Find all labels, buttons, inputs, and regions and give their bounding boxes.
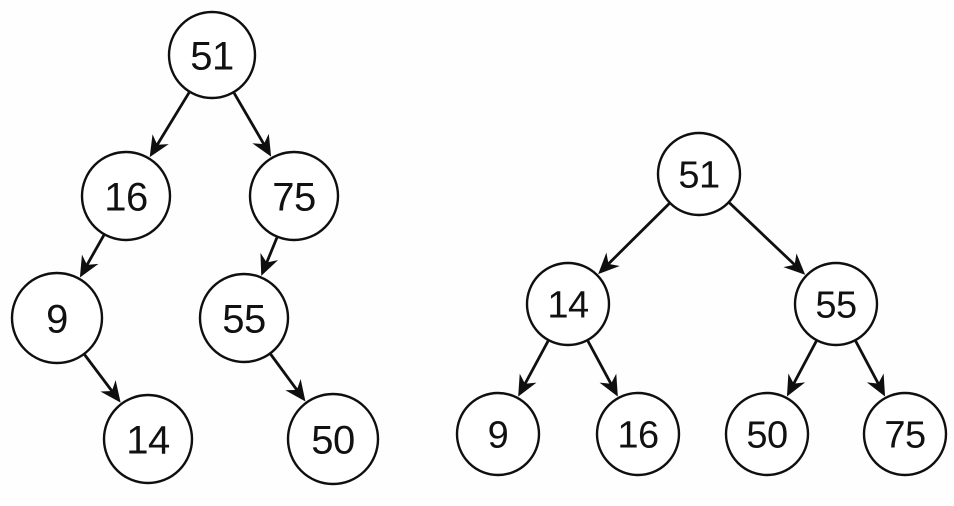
tree-node[interactable]: 51 [656, 131, 742, 217]
tree-edge [149, 91, 191, 158]
tree-node[interactable]: 14 [525, 261, 611, 347]
node-label: 9 [46, 298, 68, 342]
node-circle[interactable] [793, 261, 879, 347]
node-circle[interactable] [656, 131, 742, 217]
node-circle[interactable] [286, 392, 380, 486]
tree-edge [79, 234, 106, 278]
node-label: 14 [547, 285, 589, 327]
tree-node[interactable]: 51 [167, 10, 257, 100]
tree-node[interactable]: 55 [198, 272, 290, 364]
tree-node[interactable]: 50 [724, 391, 810, 477]
arrowhead-icon [260, 252, 279, 276]
edges-layer [79, 91, 886, 403]
tree-node[interactable]: 16 [595, 391, 681, 477]
tree-node[interactable]: 75 [248, 150, 340, 242]
node-label: 51 [190, 35, 234, 79]
node-label: 55 [815, 285, 856, 327]
tree-edge [586, 340, 618, 397]
arrowhead-icon [100, 380, 121, 403]
arrowhead-icon [285, 379, 306, 402]
arrowhead-icon [518, 373, 537, 397]
node-circle[interactable] [10, 271, 104, 365]
arrowhead-icon [149, 134, 169, 158]
tree-right-tree [518, 201, 886, 397]
tree-edge [786, 340, 818, 397]
tree-node[interactable]: 14 [102, 393, 194, 485]
node-circle[interactable] [455, 391, 541, 477]
node-circle[interactable] [248, 150, 340, 242]
tree-node[interactable]: 55 [793, 261, 879, 347]
arrowhead-icon [786, 373, 806, 397]
tree-left-tree [79, 91, 306, 403]
tree-node[interactable]: 16 [80, 150, 172, 242]
node-label: 75 [884, 415, 925, 457]
tree-edge [260, 237, 279, 276]
node-circle[interactable] [525, 261, 611, 347]
tree-edge [728, 201, 806, 275]
tree-right-tree-nodes: 51 14 55 9 16 50 75 [455, 131, 948, 477]
arrowhead-icon [79, 254, 99, 278]
tree-node[interactable]: 50 [286, 392, 380, 486]
tree-edge [518, 340, 550, 397]
node-label: 51 [678, 155, 719, 197]
arrowhead-icon [252, 133, 272, 157]
node-circle[interactable] [80, 150, 172, 242]
tree-node[interactable]: 75 [862, 391, 948, 477]
node-circle[interactable] [167, 10, 257, 100]
tree-edge [854, 340, 886, 397]
node-circle[interactable] [198, 272, 290, 364]
node-label: 75 [272, 176, 316, 220]
node-label: 55 [222, 298, 266, 342]
node-label: 50 [311, 419, 355, 463]
node-label: 16 [104, 176, 148, 220]
arrowhead-icon [783, 253, 806, 275]
arrowhead-icon [599, 373, 618, 397]
node-label: 50 [746, 415, 787, 457]
node-label: 9 [488, 415, 509, 457]
tree-node[interactable]: 9 [10, 271, 104, 365]
nodes-layer: 51 16 75 9 55 14 50 51 14 55 9 16 50 75 [10, 10, 948, 486]
tree-node[interactable]: 9 [455, 391, 541, 477]
node-label: 16 [617, 415, 658, 457]
tree-left-tree-nodes: 51 16 75 9 55 14 50 [10, 10, 380, 486]
node-circle[interactable] [102, 393, 194, 485]
tree-edge [269, 353, 306, 402]
node-circle[interactable] [595, 391, 681, 477]
arrowhead-icon [866, 373, 886, 397]
arrowhead-icon [598, 252, 620, 275]
tree-edge [232, 92, 272, 157]
node-circle[interactable] [724, 391, 810, 477]
tree-edge [598, 202, 671, 275]
node-circle[interactable] [862, 391, 948, 477]
node-label: 14 [126, 419, 170, 463]
tree-edge [83, 353, 121, 403]
